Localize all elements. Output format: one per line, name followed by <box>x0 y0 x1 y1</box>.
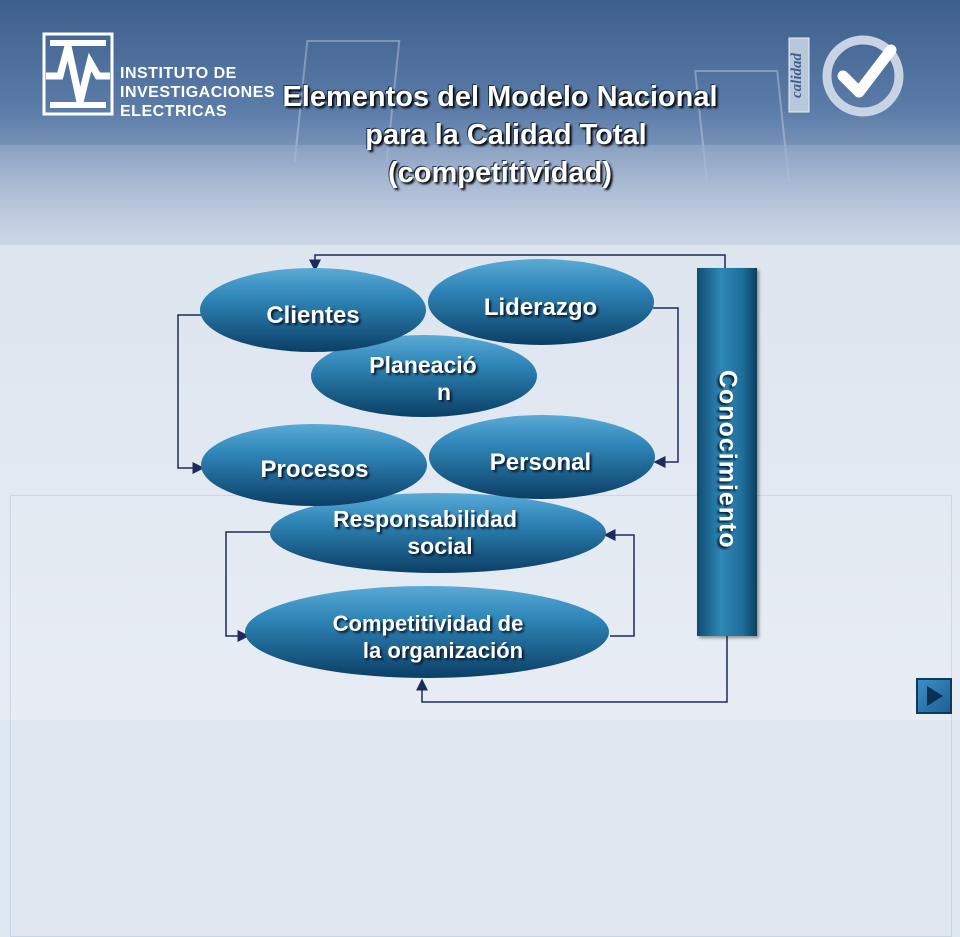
node-label: Liderazgo <box>483 294 598 321</box>
iie-logo-icon <box>42 32 114 116</box>
ellipse-liderazgo <box>428 259 654 345</box>
node-label: Planeació <box>369 352 477 378</box>
node-competitividad: Competitividad de la organización <box>283 610 573 664</box>
node-clientes: Clientes <box>213 302 413 329</box>
institute-name: INSTITUTO DE INVESTIGACIONES ELECTRICAS <box>120 64 275 121</box>
page-title: Elementos del Modelo Nacional para la Ca… <box>200 78 800 192</box>
node-label: la organización <box>362 638 524 663</box>
ellipse-procesos <box>201 424 427 506</box>
node-responsabilidad: Responsabilidad social <box>300 506 550 560</box>
arrow-liderazgo-to-personal <box>653 307 679 468</box>
institute-name-line: INVESTIGACIONES <box>120 84 276 101</box>
title-line: para la Calidad Total <box>365 119 647 151</box>
institute-name-line: INSTITUTO DE <box>120 65 237 82</box>
node-planeacion: Planeació n <box>323 352 523 406</box>
ellipse-clientes <box>200 268 426 352</box>
play-arrow-icon <box>927 686 943 706</box>
node-label: social <box>407 533 473 559</box>
header-band <box>0 145 960 245</box>
title-line: Elementos del Modelo Nacional <box>282 81 718 113</box>
arrow-conocimiento-to-competitividad <box>416 636 728 703</box>
title-line: (competitividad) <box>388 157 612 189</box>
node-label: n <box>436 379 452 405</box>
node-label: Competitividad de <box>332 611 524 636</box>
checkmark-icon <box>788 35 904 117</box>
arrow-clientes-to-procesos <box>177 314 205 474</box>
next-slide-button[interactable] <box>916 678 952 714</box>
ellipse-personal <box>429 415 655 499</box>
diagram-canvas <box>177 254 728 703</box>
node-label: Personal <box>489 449 592 476</box>
arrow-responsabilidad-to-competitividad <box>225 531 270 642</box>
institute-name-line: ELECTRICAS <box>120 103 228 120</box>
node-procesos: Procesos <box>212 456 417 483</box>
node-label: Responsabilidad <box>332 506 518 532</box>
calidad-logo: calidad <box>785 30 910 120</box>
arrow-conocimiento-to-clientes <box>309 254 726 272</box>
node-personal: Personal <box>438 449 643 476</box>
node-label: Procesos <box>260 456 369 483</box>
node-liderazgo: Liderazgo <box>438 294 643 321</box>
node-label: Clientes <box>266 302 360 329</box>
conocimiento-label: Conocimiento <box>713 370 742 549</box>
ellipse-competitividad <box>245 586 609 678</box>
ellipse-planeacion <box>311 335 537 417</box>
ellipse-responsabilidad <box>270 493 606 573</box>
conocimiento-bar <box>697 268 757 636</box>
arrow-competitividad-to-responsabilidad <box>603 529 635 637</box>
